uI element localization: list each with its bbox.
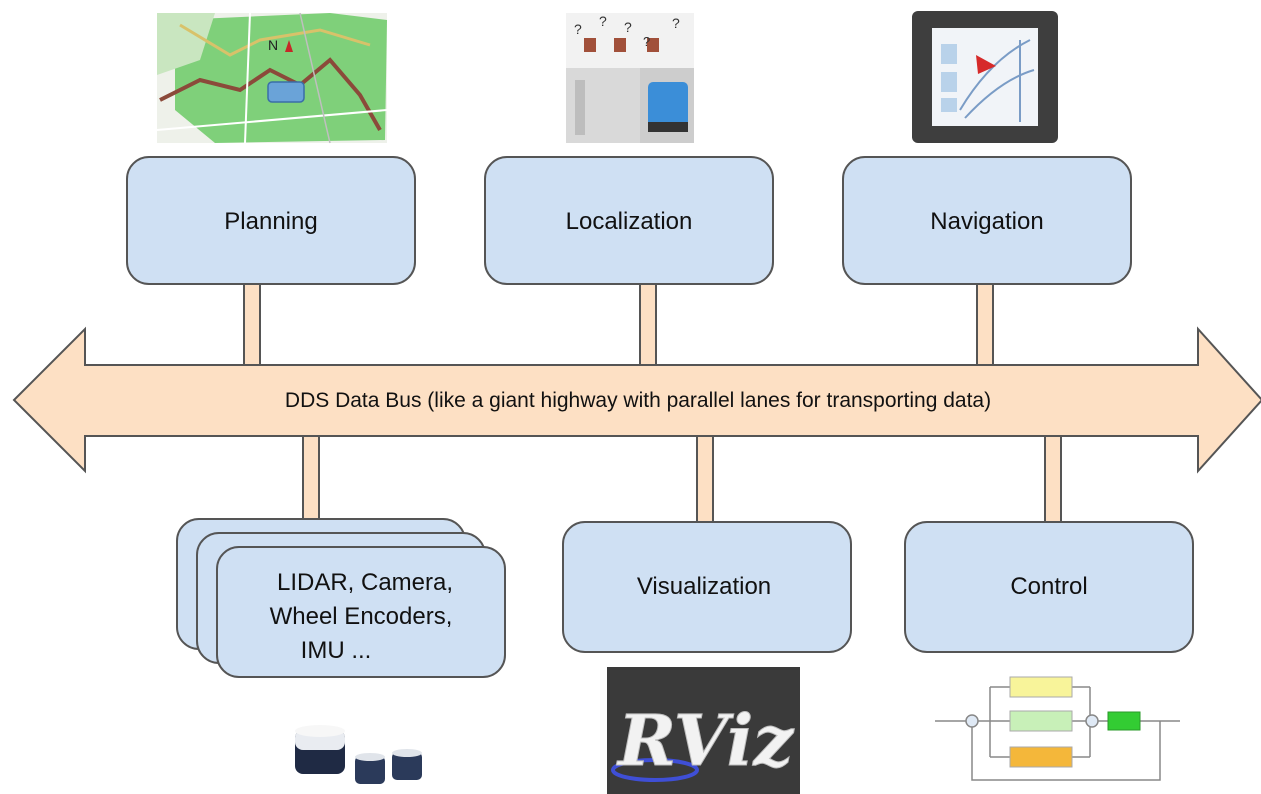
pid-block-diagram-icon xyxy=(935,676,1180,781)
node-sensors-stack: LIDAR, Camera, Wheel Encoders, IMU ... xyxy=(176,518,506,678)
svg-text:?: ? xyxy=(643,34,650,49)
svg-text:?: ? xyxy=(672,15,680,31)
node-control: Control xyxy=(904,521,1194,653)
node-visualization: Visualization xyxy=(562,521,852,653)
node-planning-label: Planning xyxy=(224,208,317,235)
connectors-top xyxy=(243,282,994,366)
node-planning: Planning xyxy=(126,156,416,285)
node-control-label: Control xyxy=(1010,573,1087,600)
svg-text:N: N xyxy=(268,37,278,53)
sensors-label-line1: LIDAR, Camera, xyxy=(277,569,453,596)
svg-text:?: ? xyxy=(624,19,632,35)
lidar-sensors-icon xyxy=(295,725,422,784)
svg-text:?: ? xyxy=(574,21,582,37)
sensors-label-line3: IMU ... xyxy=(301,637,372,664)
rviz-logo: RViz xyxy=(607,667,800,794)
bus-label: DDS Data Bus (like a giant highway with … xyxy=(285,389,991,412)
svg-text:?: ? xyxy=(599,13,607,29)
robot-localization-icon: ? ? ? ? ? xyxy=(566,13,694,143)
connectors-bottom xyxy=(302,435,1062,525)
node-localization-label: Localization xyxy=(566,208,693,235)
node-localization: Localization xyxy=(484,156,774,285)
node-navigation: Navigation xyxy=(842,156,1132,285)
navigation-tablet-icon xyxy=(912,11,1058,143)
connector-planning xyxy=(243,282,261,366)
connector-localization xyxy=(639,282,657,366)
connector-sensors xyxy=(302,435,320,521)
dds-data-bus-arrow xyxy=(12,326,1261,474)
connector-visualization xyxy=(696,435,714,525)
node-visualization-label: Visualization xyxy=(637,573,771,600)
sensors-label-line2: Wheel Encoders, xyxy=(270,603,453,630)
rviz-logo-text: RViz xyxy=(616,699,794,782)
connector-control xyxy=(1044,435,1062,525)
node-navigation-label: Navigation xyxy=(930,208,1043,235)
sensors-card-front xyxy=(216,546,506,678)
map-with-route-icon: N xyxy=(156,12,388,144)
connector-navigation xyxy=(976,282,994,366)
